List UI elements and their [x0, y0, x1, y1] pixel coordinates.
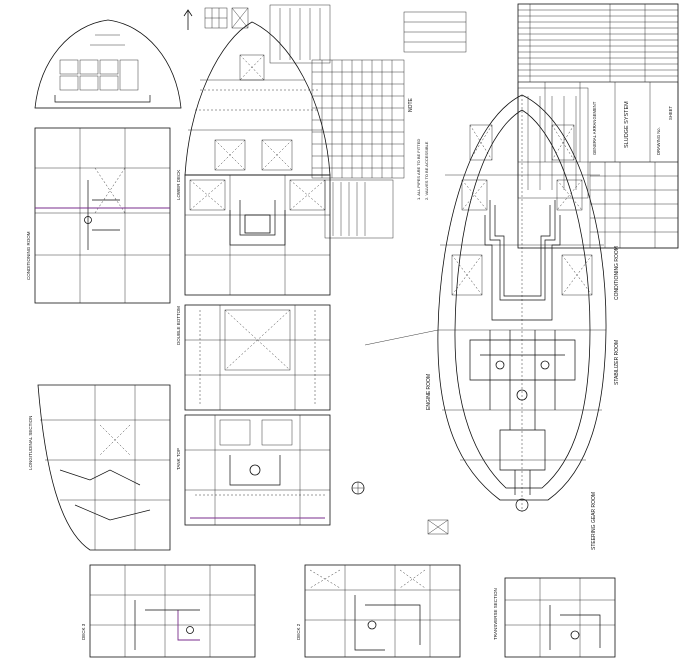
valve-symbol-grid: [204, 7, 249, 29]
longitudinal-section: LONGITUDINAL SECTION: [28, 384, 171, 551]
label-tank-top: TANK TOP: [176, 448, 181, 470]
bottom-section-deck-1: TRANSVERSE SECTION: [493, 577, 616, 658]
lower-deck-plan: LOWER DECK: [176, 170, 331, 296]
bottom-section-deck-3: DECK 3: [81, 564, 256, 658]
label-deck-3: DECK 3: [81, 623, 86, 640]
title-sludge-system: SLUDGE SYSTEM: [624, 101, 630, 148]
title-general-arrangement: GENERAL ARRANGEMENT: [592, 101, 597, 155]
label-transverse-section: TRANSVERSE SECTION: [493, 588, 498, 640]
label-stabilizer-room: STABILIZER ROOM: [614, 340, 620, 385]
symbol-legend-table: [589, 161, 679, 249]
note-line-2: 2. VALVES TO BE ACCESSIBLE: [424, 141, 429, 200]
tank-top-plan: TANK TOP: [176, 414, 331, 526]
title-block: SLUDGE SYSTEM GENERAL ARRANGEMENT DRAWIN…: [517, 3, 679, 249]
note-line-1: 1. ALL PIPES ARE TO BE FITTED: [416, 139, 421, 200]
label-conditioning-room: CONDITIONING ROOM: [614, 246, 620, 300]
label-lower-deck: LOWER DECK: [176, 170, 181, 200]
label-steering-gear-room: STEERING GEAR ROOM: [591, 492, 597, 550]
notes-heading: NOTE: [408, 97, 414, 112]
bow-deck-plan: [184, 21, 331, 176]
title-sheet: SHEET: [668, 106, 673, 120]
plan-tank-cells: [451, 124, 593, 296]
label-deck-2: DECK 2: [296, 623, 301, 640]
revision-table: [518, 4, 678, 83]
compass-north-arrow: [183, 9, 193, 30]
bottom-section-deck-2: DECK 2: [296, 564, 461, 658]
general-notes-block: [517, 87, 589, 199]
valve-detail-symbols: [351, 481, 449, 535]
double-bottom-plan: DOUBLE BOTTOM: [176, 304, 331, 411]
top-left-cross-section: [34, 19, 182, 109]
label-double-bottom: DOUBLE BOTTOM: [176, 306, 181, 345]
stair-note-column: [324, 179, 394, 239]
pipe-schedule-table: [311, 59, 405, 179]
plan-piping-runs: [469, 200, 576, 512]
conditioning-room-section: CONDITIONING ROOM: [26, 127, 171, 304]
valve-legend-list: [269, 4, 331, 64]
notes-area: NOTE 1. ALL PIPES ARE TO BE FITTED 2. VA…: [204, 4, 467, 239]
title-drawing-number: DRAWING No.: [656, 127, 661, 155]
title-text-columns: SLUDGE SYSTEM GENERAL ARRANGEMENT DRAWIN…: [517, 81, 679, 163]
label-engine-room: ENGINE ROOM: [426, 374, 432, 410]
main-plan-view-hull: CONDITIONING ROOM STABILIZER ROOM ENGINE…: [364, 94, 620, 550]
label-conditioning-section: CONDITIONING ROOM: [26, 231, 31, 280]
label-longitudinal-section: LONGITUDINAL SECTION: [28, 416, 33, 470]
